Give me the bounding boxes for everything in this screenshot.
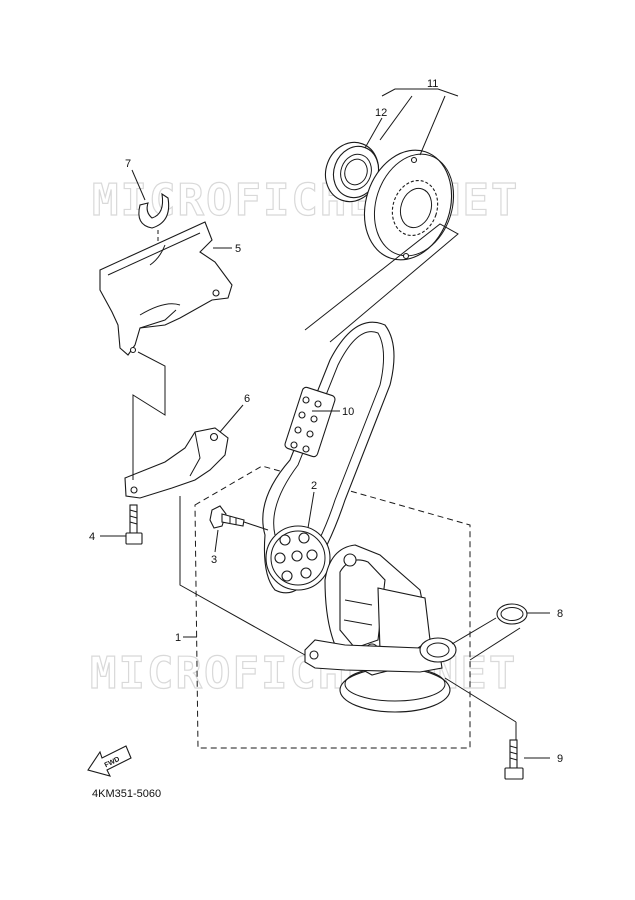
callout-10: 10 [342, 406, 354, 418]
part-5-guide [99, 221, 233, 356]
part-12-bearing [324, 141, 380, 203]
callout-3: 3 [211, 554, 217, 566]
callout-9: 9 [557, 753, 563, 765]
callout-5: 5 [235, 243, 241, 255]
callout-6: 6 [244, 393, 250, 405]
part-9-bolt [504, 739, 524, 780]
callout-8: 8 [557, 608, 563, 620]
assembly-outline [194, 465, 471, 749]
part-2-sprocket [265, 525, 331, 591]
diagram-code: 4KM351-5060 [92, 788, 161, 800]
leader-lines [100, 88, 550, 759]
part-3-bolt [209, 505, 245, 529]
part-8-o-ring [496, 603, 528, 625]
callout-7: 7 [125, 158, 131, 170]
callout-12: 12 [375, 107, 387, 119]
part-4-bolt [125, 504, 143, 545]
part-1-oil-pump [304, 544, 457, 713]
callout-1: 1 [175, 632, 181, 644]
callout-11: 11 [427, 78, 438, 90]
fwd-arrow-icon: FWD [87, 745, 132, 777]
callout-4: 4 [89, 531, 95, 543]
part-6-bracket [124, 427, 229, 499]
callout-2: 2 [311, 480, 317, 492]
